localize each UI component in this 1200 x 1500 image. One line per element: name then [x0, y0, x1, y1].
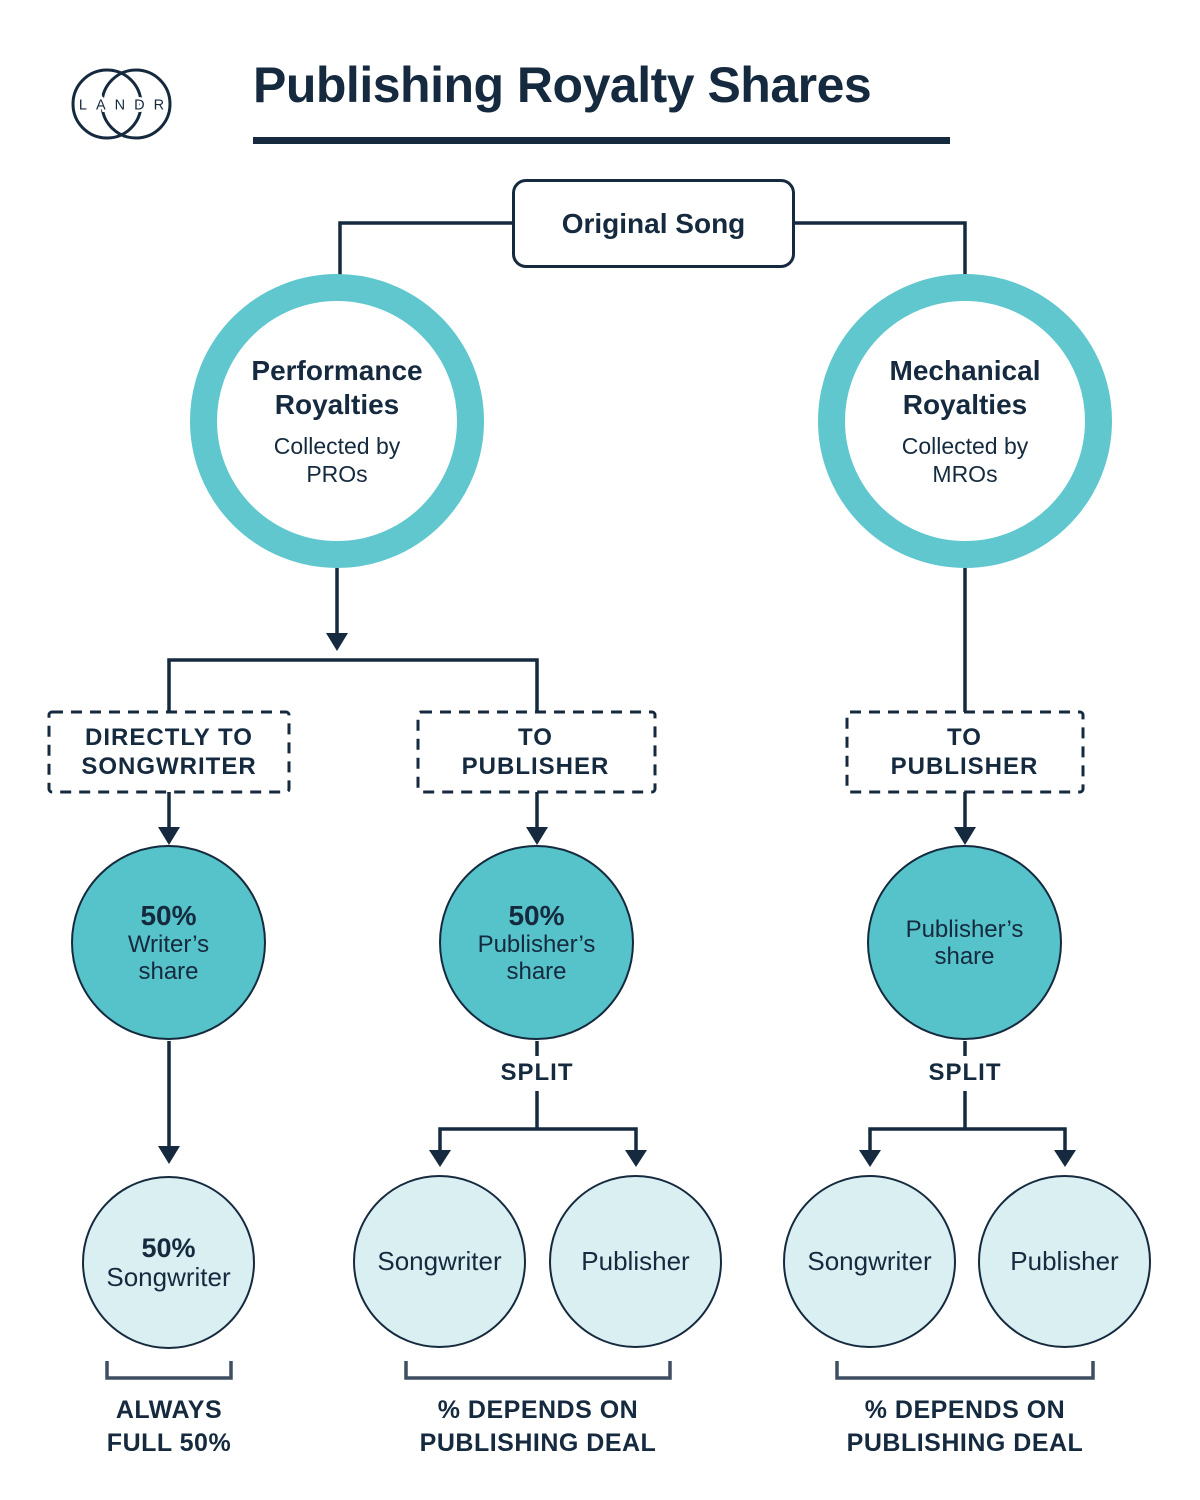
mechanical-royalties-subtitle: Collected by MROs — [901, 433, 1029, 487]
arrowhead-performance-down — [326, 633, 348, 651]
original-song-box: Original Song — [512, 179, 795, 268]
publishers-share-mechanical-circle: Publisher’s share — [867, 845, 1062, 1040]
songwriter-full-label: Songwriter — [106, 1262, 231, 1292]
connector-original-to-performance — [338, 221, 512, 277]
songwriter-mechanical-label: Songwriter — [807, 1246, 932, 1276]
performance-royalties-title: Performance Royalties — [251, 355, 423, 420]
publisher-mechanical-label: Publisher — [1010, 1246, 1119, 1276]
logo-text: LANDR — [79, 98, 173, 114]
publishers-share-mechanical-label: Publisher’s share — [905, 915, 1024, 970]
publishers-share-performance-label: Publisher’s share — [477, 931, 596, 985]
songwriter-performance-label: Songwriter — [377, 1246, 502, 1276]
performance-royalties-subtitle: Collected by PROs — [273, 433, 401, 487]
connector-original-to-mechanical — [795, 221, 967, 277]
landr-logo: LANDR — [71, 68, 173, 140]
footnote-depends-mechanical: % DEPENDS ON PUBLISHING DEAL — [846, 1396, 1084, 1457]
logo-circle-right — [100, 68, 172, 140]
bracket-songwriter-full — [105, 1361, 233, 1380]
connector-performance-split — [167, 658, 539, 712]
songwriter-performance-circle: Songwriter — [353, 1175, 526, 1348]
arrowhead-publishers-share-mechanical — [954, 827, 976, 845]
footnote-depends-performance: % DEPENDS ON PUBLISHING DEAL — [419, 1396, 657, 1457]
route-label-to-publisher-mechanical: TO PUBLISHER — [890, 724, 1039, 780]
bracket-performance-pair — [404, 1361, 672, 1380]
publisher-performance-circle: Publisher — [549, 1175, 722, 1348]
arrowhead-publishers-share-performance — [526, 827, 548, 845]
route-label-directly-to-songwriter: DIRECTLY TO SONGWRITER — [81, 724, 257, 780]
footnote-always-full: ALWAYS FULL 50% — [106, 1396, 232, 1457]
songwriter-full-pct: 50% — [141, 1233, 196, 1263]
split-label-mechanical: SPLIT — [928, 1059, 1002, 1086]
writers-share-pct: 50% — [140, 900, 197, 931]
mechanical-royalties-title: Mechanical Royalties — [889, 355, 1041, 420]
bracket-mechanical-pair — [835, 1361, 1095, 1380]
writers-share-label: Writer’s share — [127, 931, 210, 985]
arrowhead-publisher-performance — [625, 1150, 647, 1167]
route-box-to-publisher-performance — [416, 710, 657, 794]
publishers-share-performance-pct: 50% — [508, 900, 565, 931]
arrowhead-songwriter-mechanical — [859, 1150, 881, 1167]
split-branch-mechanical — [868, 1127, 1067, 1151]
performance-royalties-circle: Performance Royalties Collected by PROs — [190, 274, 484, 568]
arrowhead-publisher-mechanical — [1054, 1150, 1076, 1167]
publisher-performance-label: Publisher — [581, 1246, 690, 1276]
arrowhead-songwriter-performance — [429, 1150, 451, 1167]
logo-circle-left — [71, 68, 143, 140]
split-label-performance: SPLIT — [500, 1059, 574, 1086]
publishers-share-performance-circle: 50% Publisher’s share — [439, 845, 634, 1040]
title-underline — [253, 137, 950, 144]
split-branch-performance — [438, 1127, 638, 1151]
writers-share-circle: 50% Writer’s share — [71, 845, 266, 1040]
mechanical-royalties-circle: Mechanical Royalties Collected by MROs — [818, 274, 1112, 568]
route-box-directly-to-songwriter — [47, 710, 291, 794]
arrowhead-writers-share — [158, 827, 180, 845]
songwriter-mechanical-circle: Songwriter — [783, 1175, 956, 1348]
arrowhead-songwriter-full — [158, 1146, 180, 1164]
page-title: Publishing Royalty Shares — [253, 57, 872, 113]
route-box-to-publisher-mechanical — [845, 710, 1085, 794]
publisher-mechanical-circle: Publisher — [978, 1175, 1151, 1348]
original-song-label: Original Song — [561, 207, 746, 239]
route-label-to-publisher-performance: TO PUBLISHER — [461, 724, 610, 780]
songwriter-full-circle: 50% Songwriter — [82, 1176, 255, 1349]
